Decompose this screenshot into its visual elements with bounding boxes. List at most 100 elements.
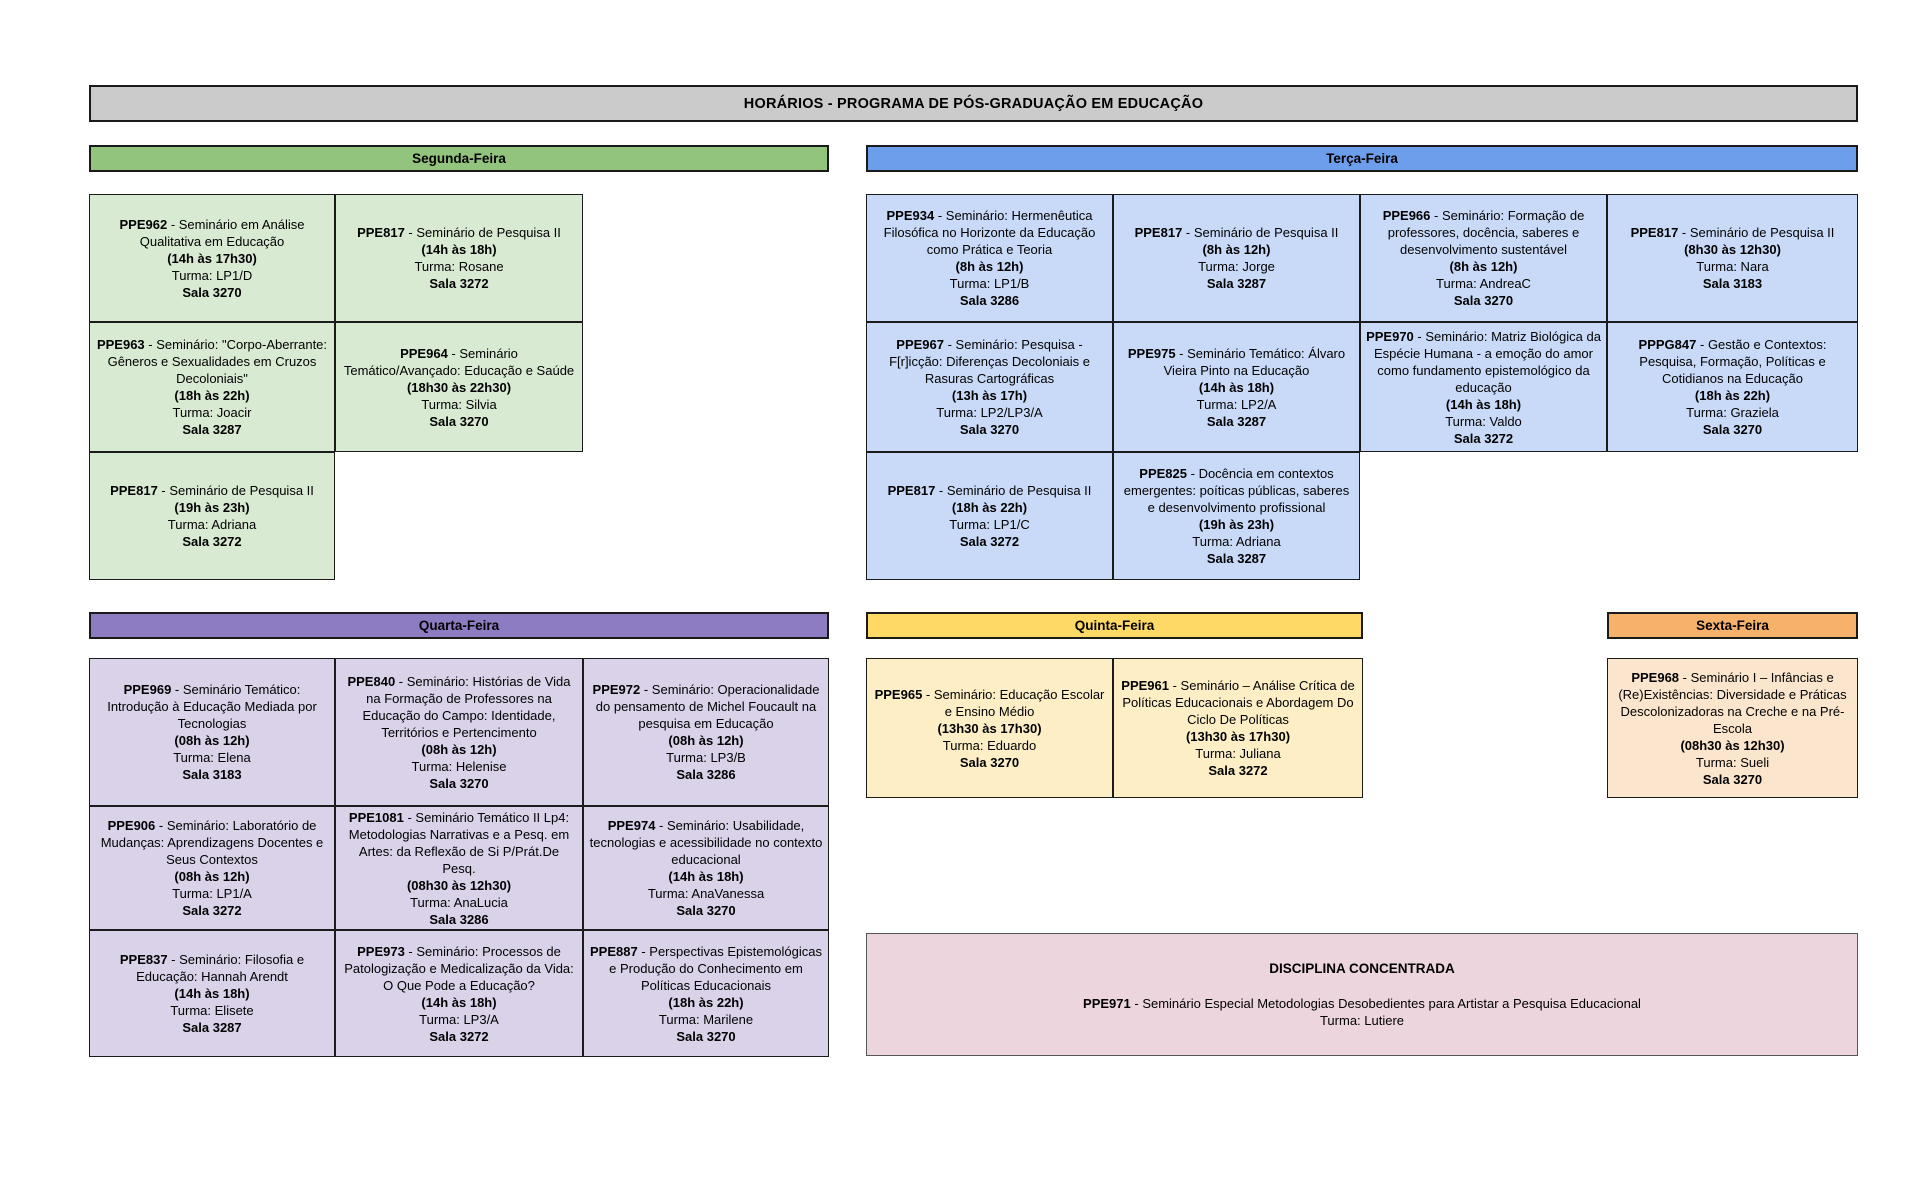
course-separator: - [1130, 996, 1143, 1011]
course-sala: Sala 3270 [1702, 422, 1763, 437]
day-header-segunda: Segunda-Feira [89, 145, 829, 172]
concentrated-course-line: PPE971 - Seminário Especial Metodologias… [1083, 995, 1641, 1012]
course-code: PPE817 [1630, 225, 1679, 240]
course-turma: Turma: Valdo [1445, 413, 1522, 429]
course-separator: - [922, 686, 934, 702]
course-time: (13h às 17h) [951, 388, 1028, 403]
course-title-line: PPE817 - Seminário de Pesquisa II [357, 224, 561, 241]
course-cell-ppe972: PPE972 - Seminário: Operacionalidade do … [583, 658, 829, 806]
concentrated-heading: DISCIPLINA CONCENTRADA [1269, 961, 1455, 976]
course-title-line: PPE963 - Seminário: "Corpo-Aberrante: Gê… [95, 336, 329, 387]
course-title: Seminário: "Corpo-Aberrante: Gêneros e S… [107, 337, 328, 386]
course-title-line: PPE969 - Seminário Temático: Introdução … [95, 681, 329, 732]
course-sala: Sala 3270 [429, 413, 489, 429]
course-separator: - [403, 809, 416, 825]
course-sala: Sala 3287 [182, 422, 242, 437]
course-cell-ppe840: PPE840 - Seminário: Histórias de Vida na… [335, 658, 583, 806]
course-title: Seminário Temático: Introdução à Educaçã… [107, 682, 317, 731]
course-title: Seminário Especial Metodologias Desobedi… [1142, 996, 1641, 1011]
course-title: Seminário I – Infâncias e (Re)Existência… [1618, 669, 1847, 736]
course-title-line: PPE968 - Seminário I – Infâncias e (Re)E… [1613, 669, 1852, 737]
course-separator: - [404, 225, 417, 240]
course-turma: Turma: Helenise [411, 758, 507, 774]
course-code: PPE840 [347, 673, 396, 689]
course-sala: Sala 3272 [1453, 430, 1514, 446]
course-separator: - [1678, 225, 1690, 240]
course-title: Seminário: Processos de Patologização e … [344, 943, 574, 993]
course-title: Seminário: Laboratório de Mudanças: Apre… [100, 818, 324, 867]
course-separator: - [171, 682, 183, 697]
course-separator: - [167, 216, 179, 232]
course-separator: - [395, 673, 407, 689]
course-code: PPE817 [887, 483, 936, 498]
course-sala: Sala 3287 [1206, 413, 1267, 429]
course-time: (8h30 às 12h30) [1684, 242, 1781, 257]
course-cell-ppe968: PPE968 - Seminário I – Infâncias e (Re)E… [1607, 658, 1858, 798]
course-cell-ppe961: PPE961 - Seminário – Análise Crítica de … [1113, 658, 1363, 798]
course-title-line: PPE840 - Seminário: Histórias de Vida na… [341, 673, 577, 741]
course-sala: Sala 3272 [1208, 763, 1268, 778]
course-separator: - [144, 337, 157, 352]
course-title-line: PPE962 - Seminário em Análise Qualitativ… [95, 216, 329, 250]
course-cell-ppe1081: PPE1081 - Seminário Temático II Lp4: Met… [335, 806, 583, 930]
course-sala: Sala 3286 [429, 911, 489, 927]
course-separator: - [1413, 328, 1426, 344]
course-turma: Turma: LP1/D [171, 267, 253, 283]
course-separator: - [640, 682, 652, 697]
course-turma: Turma: Sueli [1695, 754, 1770, 770]
course-separator: - [157, 483, 170, 498]
course-cell-ppe906: PPE906 - Seminário: Laboratório de Mudan… [89, 806, 335, 930]
course-cell-ppe837: PPE837 - Seminário: Filosofia e Educação… [89, 930, 335, 1057]
course-title-line: PPPG847 - Gestão e Contextos: Pesquisa, … [1613, 336, 1852, 387]
course-code: PPE974 [607, 818, 656, 833]
course-cell-ppe965: PPE965 - Seminário: Educação Escolar e E… [866, 658, 1113, 798]
course-time: (14h às 18h) [174, 986, 250, 1001]
course-title: Seminário de Pesquisa II [1193, 225, 1339, 240]
course-separator: - [943, 337, 956, 352]
course-code: PPE963 [96, 337, 145, 352]
course-title-line: PPE974 - Seminário: Usabilidade, tecnolo… [589, 817, 823, 868]
course-title: Seminário de Pesquisa II [169, 483, 314, 498]
course-code: PPE972 [592, 682, 641, 697]
course-turma: Turma: Silvia [421, 396, 497, 412]
course-sala: Sala 3272 [182, 534, 242, 549]
day-header-terca: Terça-Feira [866, 145, 1858, 172]
course-turma: Turma: LP1/B [949, 276, 1030, 291]
course-code: PPE817 [1134, 225, 1183, 240]
course-cell-ppe817: PPE817 - Seminário de Pesquisa II(18h às… [866, 452, 1113, 580]
course-separator: - [1187, 466, 1199, 481]
course-title: Seminário: Formação de professores, docê… [1387, 208, 1585, 257]
course-turma: Turma: Joacir [172, 405, 252, 420]
course-separator: - [637, 943, 650, 959]
course-title: Seminário: Filosofia e Educação: Hannah … [136, 952, 305, 984]
course-title: Seminário – Análise Crítica de Políticas… [1122, 678, 1355, 727]
course-cell-ppe817: PPE817 - Seminário de Pesquisa II(8h às … [1113, 194, 1360, 322]
course-time: (8h às 12h) [955, 259, 1024, 274]
course-title-line: PPE1081 - Seminário Temático II Lp4: Met… [341, 809, 577, 877]
course-code: PPE971 [1083, 996, 1131, 1011]
course-turma: Turma: LP1/A [172, 886, 252, 901]
course-turma: Turma: Adriana [1192, 534, 1281, 549]
concentrated-turma: Turma: Lutiere [1319, 1013, 1405, 1028]
course-title-line: PPE966 - Seminário: Formação de professo… [1366, 207, 1601, 258]
course-code: PPE1081 [348, 809, 404, 825]
course-title: Seminário: Histórias de Vida na Formação… [362, 673, 571, 740]
course-title: Gestão e Contextos: Pesquisa, Formação, … [1639, 337, 1827, 386]
course-time: (14h às 18h) [421, 242, 497, 257]
course-time: (19h às 23h) [174, 500, 250, 515]
course-turma: Turma: Eduardo [942, 737, 1037, 753]
course-title: Seminário: Operacionalidade do pensament… [595, 682, 820, 731]
course-turma: Turma: AndreaC [1436, 276, 1531, 291]
course-code: PPE965 [874, 686, 923, 702]
course-separator: - [167, 952, 180, 967]
course-time: (08h às 12h) [174, 733, 250, 748]
course-title-line: PPE837 - Seminário: Filosofia e Educação… [95, 951, 329, 985]
course-title-line: PPE967 - Seminário: Pesquisa - F[r]icção… [872, 336, 1107, 387]
course-sala: Sala 3183 [182, 767, 242, 782]
course-sala: Sala 3270 [959, 422, 1020, 437]
course-sala: Sala 3287 [1206, 276, 1267, 291]
course-separator: - [1182, 225, 1194, 240]
course-cell-ppe963: PPE963 - Seminário: "Corpo-Aberrante: Gê… [89, 322, 335, 452]
course-time: (14h às 18h) [1445, 396, 1522, 412]
